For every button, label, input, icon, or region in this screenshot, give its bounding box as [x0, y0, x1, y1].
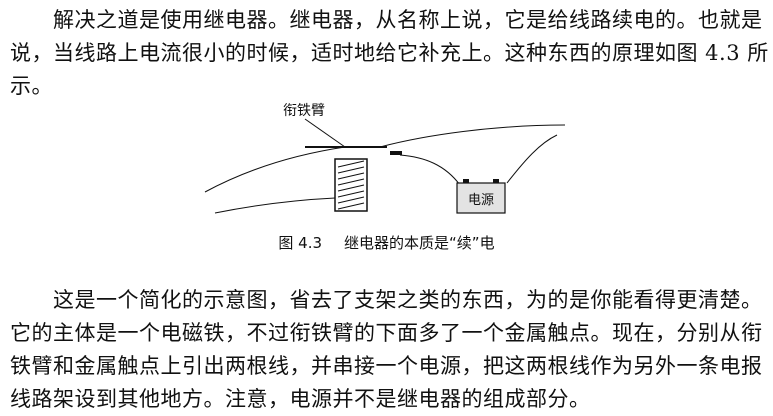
power-terminal-left: [463, 179, 469, 183]
wire-incoming: [204, 146, 346, 193]
coil-windings: [337, 160, 365, 210]
caption-text: 继电器的本质是“续”电: [344, 234, 495, 252]
text-line: 这是一个简化的示意图，省去了支架之类的东西，为的是你能看得更清楚。: [10, 288, 763, 312]
metal-contact: [390, 151, 402, 155]
wire-outgoing-top: [379, 124, 566, 148]
paragraph-explanation: 这是一个简化的示意图，省去了支架之类的东西，为的是你能看得更清楚。 它的主体是一…: [10, 284, 762, 416]
wire-return: [214, 197, 336, 214]
caption-number: 图 4.3: [278, 234, 323, 252]
power-label: 电源: [468, 193, 494, 208]
armature-label: 衔铁臂: [283, 103, 325, 119]
text-line: 铁臂和金属触点上引出两根线，并串接一个电源，把这两根线作为另外一条电报: [10, 354, 763, 378]
wire-contact-to-power: [399, 154, 461, 186]
text-line: 解决之道是使用继电器。继电器，从名称上说，它是给线路续电的。也就是: [10, 8, 763, 32]
power-terminal-right: [493, 179, 499, 183]
paragraph-intro: 解决之道是使用继电器。继电器，从名称上说，它是给线路续电的。也就是 说，当线路上…: [10, 4, 769, 103]
wire-power-to-line: [506, 134, 558, 184]
figure-caption: 图 4.3 继电器的本质是“续”电: [0, 232, 773, 254]
armature-leader-line: [304, 118, 346, 148]
text-line: 线路架设到其他地方。注意，电源并不是继电器的组成部分。: [10, 387, 591, 411]
text-line: 说，当线路上电流很小的时候，适时地给它补充上。这种东西的原理如图 4.3 所: [10, 41, 769, 65]
relay-diagram: 衔铁臂 电源: [204, 103, 566, 214]
power-source: [456, 182, 506, 214]
text-line: 它的主体是一个电磁铁，不过衔铁臂的下面多了一个金属触点。现在，分别从衔: [10, 321, 763, 345]
text-line: 示。: [10, 74, 53, 98]
